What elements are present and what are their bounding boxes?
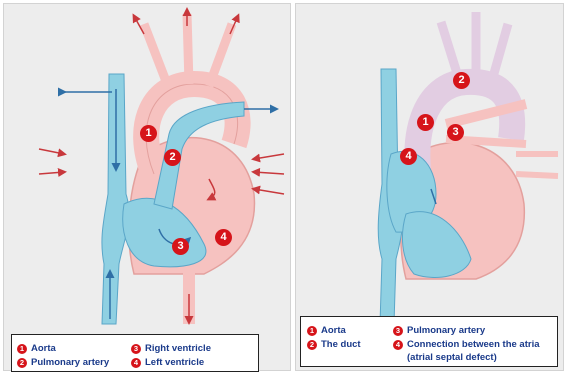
badge-aorta: 1 bbox=[140, 125, 157, 142]
badge-pulmonary-artery: 3 bbox=[447, 124, 464, 141]
legend-item-atrial-septal-defect: (atrial septal defect) bbox=[407, 352, 497, 363]
badge-left-ventricle: 4 bbox=[215, 229, 232, 246]
badge-the-duct: 2 bbox=[453, 72, 470, 89]
badge-aorta: 1 bbox=[417, 114, 434, 131]
badge-pulmonary-artery: 2 bbox=[164, 149, 181, 166]
heart-illustration-left bbox=[4, 4, 292, 372]
badge-atrial-connection: 4 bbox=[400, 148, 417, 165]
badge-right-ventricle: 3 bbox=[172, 238, 189, 255]
